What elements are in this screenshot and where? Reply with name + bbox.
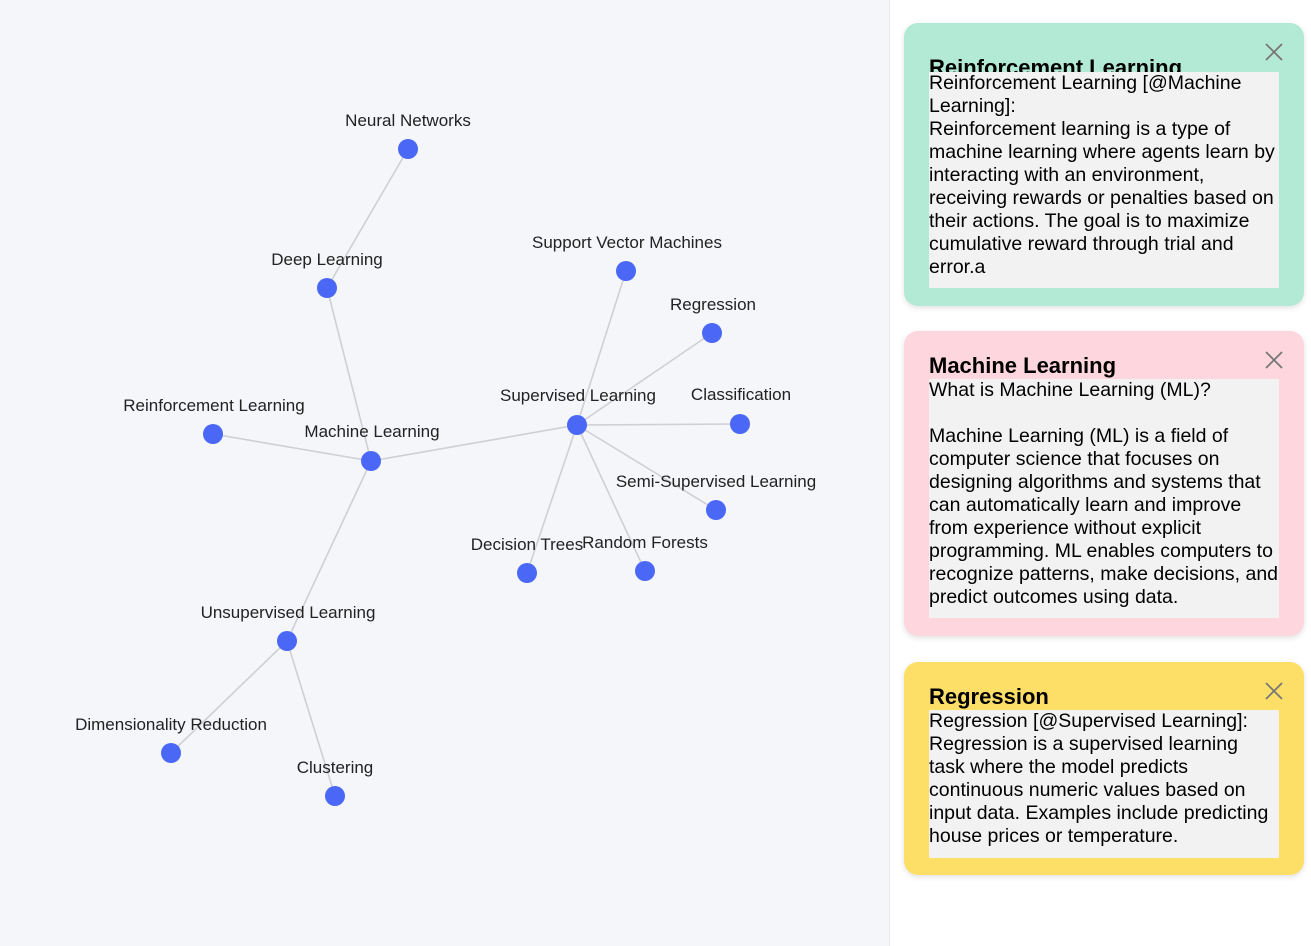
edges-layer: [170, 148, 741, 797]
node-dot[interactable]: [517, 563, 537, 583]
node-cls[interactable]: Classification: [691, 385, 791, 434]
card-body[interactable]: What is Machine Learning (ML)? Machine L…: [929, 379, 1279, 618]
node-label: Support Vector Machines: [532, 233, 722, 252]
node-label: Random Forests: [582, 533, 708, 552]
card-title: Machine Learning: [929, 353, 1117, 378]
node-dot[interactable]: [706, 500, 726, 520]
node-label: Neural Networks: [345, 111, 471, 130]
node-sl[interactable]: Supervised Learning: [500, 386, 656, 435]
node-svm[interactable]: Support Vector Machines: [532, 233, 722, 281]
knowledge-graph[interactable]: Machine Learning Deep Learning Neural Netw…: [0, 0, 890, 946]
card-title: Regression: [929, 684, 1049, 709]
node-reg[interactable]: Regression: [670, 295, 756, 343]
node-dl[interactable]: Deep Learning: [271, 250, 383, 298]
node-label: Dimensionality Reduction: [75, 715, 267, 734]
node-dot[interactable]: [398, 139, 418, 159]
node-rf[interactable]: Random Forests: [582, 533, 708, 581]
node-ul[interactable]: Unsupervised Learning: [201, 603, 376, 651]
node-dr[interactable]: Dimensionality Reduction: [75, 715, 267, 763]
edge-ul-dr: [170, 640, 288, 754]
card-body[interactable]: Regression [@Supervised Learning]: Regre…: [929, 710, 1279, 858]
node-label: Regression: [670, 295, 756, 314]
node-nn[interactable]: Neural Networks: [345, 111, 471, 159]
node-dot[interactable]: [702, 323, 722, 343]
node-rl[interactable]: Reinforcement Learning: [123, 396, 305, 444]
node-label: Clustering: [297, 758, 374, 777]
node-label: Machine Learning: [304, 422, 439, 441]
edge-sl-rf: [576, 424, 646, 572]
node-dot[interactable]: [361, 451, 381, 471]
edge-sl-reg: [576, 332, 713, 426]
node-label: Semi-Supervised Learning: [616, 472, 816, 491]
close-icon[interactable]: [1262, 348, 1286, 372]
close-icon[interactable]: [1262, 679, 1286, 703]
node-clu[interactable]: Clustering: [297, 758, 374, 806]
node-dot[interactable]: [325, 786, 345, 806]
edge-ul-clu: [286, 640, 336, 797]
card-body[interactable]: Reinforcement Learning [@Machine Learnin…: [929, 72, 1279, 288]
note-card-reinforcement-learning: Reinforcement Learning Reinforcement Lea…: [904, 23, 1304, 306]
edge-sl-ssl: [576, 424, 717, 511]
node-dot[interactable]: [277, 631, 297, 651]
node-dot[interactable]: [203, 424, 223, 444]
node-label: Supervised Learning: [500, 386, 656, 405]
nodes-layer: Machine Learning Deep Learning Neural Netw…: [75, 111, 816, 806]
note-card-regression: Regression Regression [@Supervised Learn…: [904, 662, 1304, 875]
node-label: Deep Learning: [271, 250, 383, 269]
edge-rl-ml: [212, 433, 372, 462]
node-dot[interactable]: [635, 561, 655, 581]
node-label: Unsupervised Learning: [201, 603, 376, 622]
node-dt[interactable]: Decision Trees: [471, 535, 583, 583]
close-icon[interactable]: [1262, 40, 1286, 64]
graph-canvas[interactable]: Machine Learning Deep Learning Neural Netw…: [0, 0, 890, 946]
note-card-machine-learning: Machine Learning What is Machine Learnin…: [904, 331, 1304, 636]
edge-ml-sl: [370, 424, 578, 462]
edge-dl-ml: [326, 287, 372, 462]
node-dot[interactable]: [567, 415, 587, 435]
edge-sl-svm: [576, 270, 627, 426]
node-dot[interactable]: [161, 743, 181, 763]
node-label: Classification: [691, 385, 791, 404]
edge-sl-dt: [526, 424, 578, 574]
edge-nn-dl: [326, 148, 409, 289]
edge-sl-cls: [576, 423, 741, 426]
node-label: Reinforcement Learning: [123, 396, 304, 415]
node-dot[interactable]: [317, 278, 337, 298]
node-label: Decision Trees: [471, 535, 583, 554]
node-ml[interactable]: Machine Learning: [304, 422, 440, 471]
node-ssl[interactable]: Semi-Supervised Learning: [616, 472, 816, 520]
edge-ml-ul: [286, 460, 372, 642]
node-dot[interactable]: [730, 414, 750, 434]
node-dot[interactable]: [616, 261, 636, 281]
